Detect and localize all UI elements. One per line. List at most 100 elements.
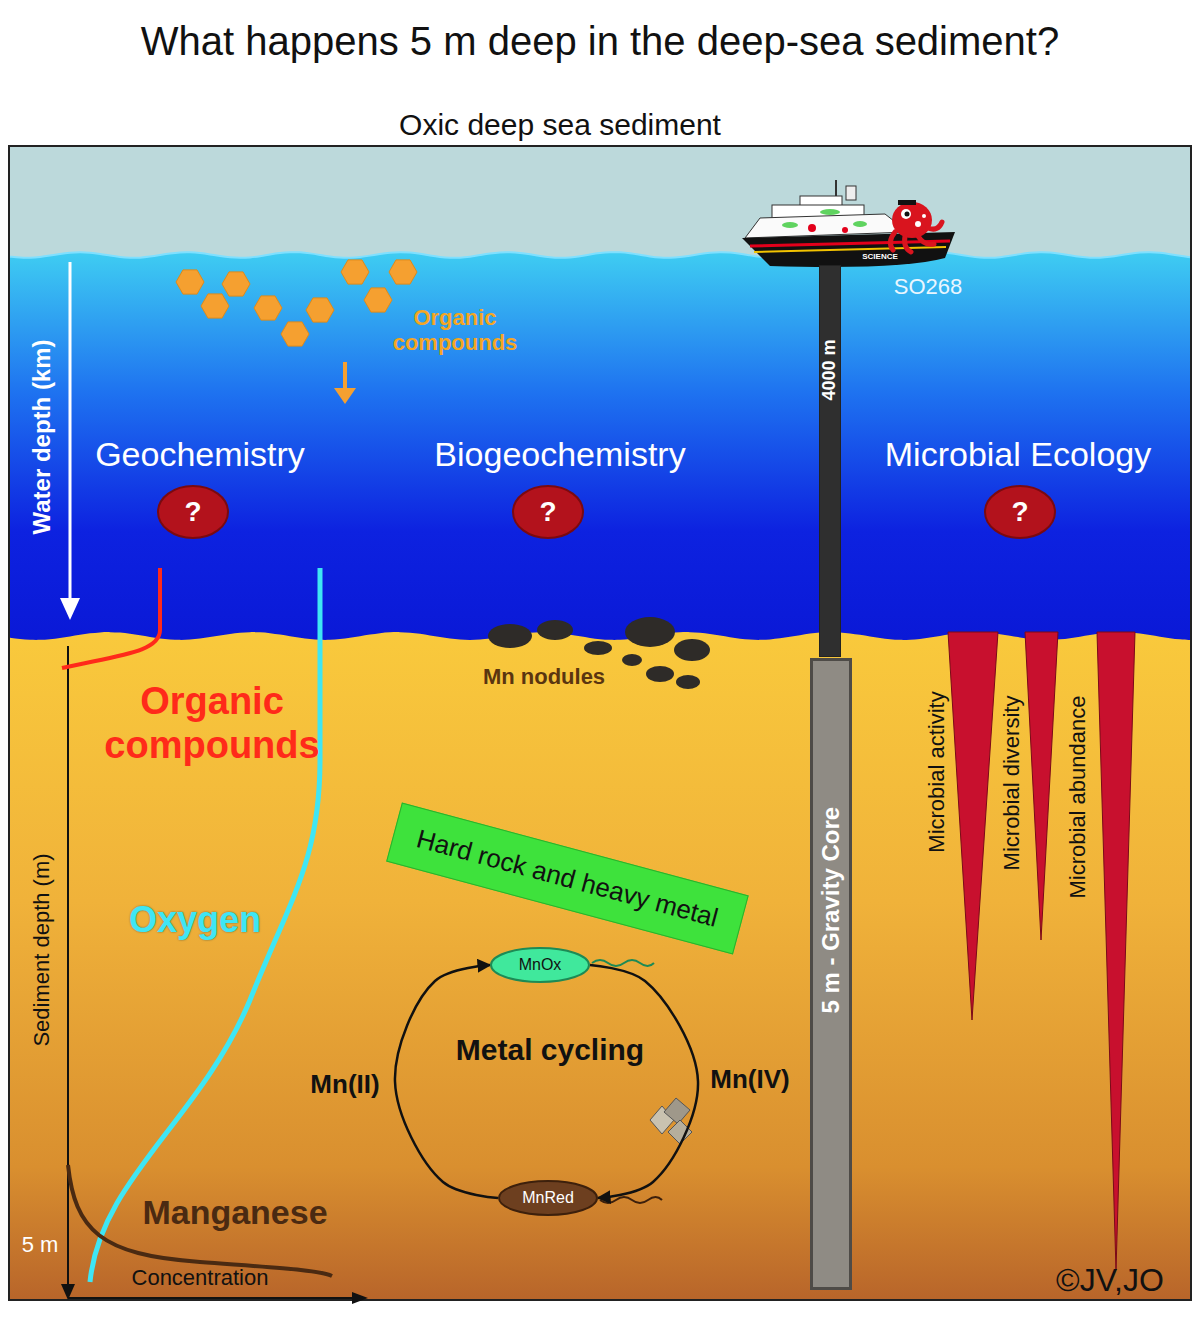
node-text: MnOx [519, 956, 562, 974]
illustration-part [948, 632, 998, 1020]
illustration-part [537, 620, 573, 640]
organic-hexagon [281, 322, 309, 346]
label: Microbial Ecology [885, 435, 1151, 474]
node-text: ? [1011, 497, 1028, 528]
label-wrap: Mn(IV) [710, 1065, 789, 1095]
illustration-part [69, 262, 72, 602]
label-wrap: Geochemistry [95, 435, 305, 474]
illustration-part [352, 1292, 368, 1304]
label: Mn(IV) [710, 1065, 789, 1095]
illustration-part [892, 202, 932, 238]
label: Water depth (km) [28, 339, 56, 534]
label: Microbial abundance [1065, 695, 1090, 898]
illustration-part [676, 675, 700, 689]
label-wrap: ©JV,JO [1056, 1262, 1164, 1299]
label-wrap: Concentration [132, 1265, 269, 1290]
label-wrap: Oxic deep sea sediment [399, 108, 721, 143]
ellipse-shape [513, 486, 583, 538]
label-wrap: Microbial diversity [999, 696, 1024, 871]
ellipse-shape [158, 486, 228, 538]
illustration-part [890, 222, 942, 252]
illustration-part [1097, 632, 1135, 1270]
illustration-part [754, 247, 946, 252]
label: Concentration [132, 1265, 269, 1290]
illustration-part [898, 200, 916, 205]
water [10, 252, 1190, 650]
illustration-part [905, 212, 910, 217]
ellipse-shape [985, 486, 1055, 538]
illustration-part [60, 598, 80, 620]
label: Oxic deep sea sediment [399, 108, 721, 143]
illustration-part [584, 641, 612, 655]
label: Microbial diversity [999, 696, 1024, 871]
sea-surface [10, 252, 1190, 258]
mn-oxide-crystal [650, 1098, 692, 1144]
illustration-part [1025, 632, 1058, 940]
label: Organic compounds [92, 680, 332, 767]
label-wrap: SCIENCE [862, 252, 898, 261]
node-text: ? [184, 497, 201, 528]
illustration-part [742, 232, 955, 267]
organic-hexagons [176, 260, 417, 346]
illustration-part [915, 221, 921, 227]
sink-arrow [334, 362, 356, 404]
ship [742, 180, 955, 267]
illustration-part [835, 180, 837, 198]
label-wrap: Sediment depth (m) [29, 853, 54, 1046]
illustration-part [820, 209, 840, 215]
label-wrap: Microbial activity [924, 691, 949, 852]
microbial-wedges [948, 632, 1135, 1270]
label: Organic compounds [380, 305, 530, 356]
illustration-part [853, 221, 867, 227]
sediment [10, 632, 1190, 1300]
organic-hexagon [254, 296, 282, 320]
label: Microbial activity [924, 691, 949, 852]
label-wrap: SO268 [894, 274, 963, 299]
label: Mn nodules [483, 664, 605, 689]
organic-hexagon [222, 272, 250, 296]
label-wrap: Biogeochemistry [434, 435, 685, 474]
label: ©JV,JO [1056, 1262, 1164, 1299]
label-wrap: Microbial abundance [1065, 695, 1090, 898]
label-wrap: Organic compounds [380, 305, 530, 356]
box-node: Hard rock and heavy metal [386, 802, 748, 953]
node-text: MnRed [522, 1189, 574, 1207]
label-wrap: Water depth (km) [28, 339, 56, 534]
label: Geochemistry [95, 435, 305, 474]
node-text: Hard rock and heavy metal [413, 824, 721, 932]
box-node: 4000 m [819, 265, 841, 657]
label: 5 m [22, 1232, 59, 1257]
illustration-part [622, 654, 642, 666]
organic-hexagon [306, 298, 334, 322]
manganese-profile [68, 1165, 332, 1276]
label-wrap: Mn(II) [310, 1070, 379, 1100]
ellipse-node: MnOx [490, 947, 590, 983]
illustration-part [674, 639, 710, 661]
organic-hexagon [364, 288, 392, 312]
illustration-part [808, 224, 816, 232]
illustration-part [842, 227, 848, 233]
illustration-part [901, 209, 911, 219]
cycle-arrow [395, 965, 498, 1198]
organic-hexagon [389, 260, 417, 284]
illustration-part [625, 617, 675, 647]
organic-hexagon [341, 260, 369, 284]
node-text: 4000 m [820, 339, 840, 400]
ellipse-node: ? [157, 485, 229, 539]
label-wrap: Metal cycling [456, 1033, 644, 1068]
label: Metal cycling [456, 1033, 644, 1068]
ellipse-node: ? [984, 485, 1056, 539]
illustration-part [782, 222, 798, 228]
label-wrap: Organic compounds [92, 680, 332, 767]
label-wrap: Oxygen [129, 899, 261, 940]
ellipse-node: MnRed [498, 1180, 598, 1216]
frame [9, 146, 1191, 1300]
label: Mn(II) [310, 1070, 379, 1100]
illustration-part [67, 646, 69, 1290]
illustration-part [846, 186, 856, 200]
illustration-part [922, 214, 926, 218]
organic-hexagon [201, 294, 229, 318]
